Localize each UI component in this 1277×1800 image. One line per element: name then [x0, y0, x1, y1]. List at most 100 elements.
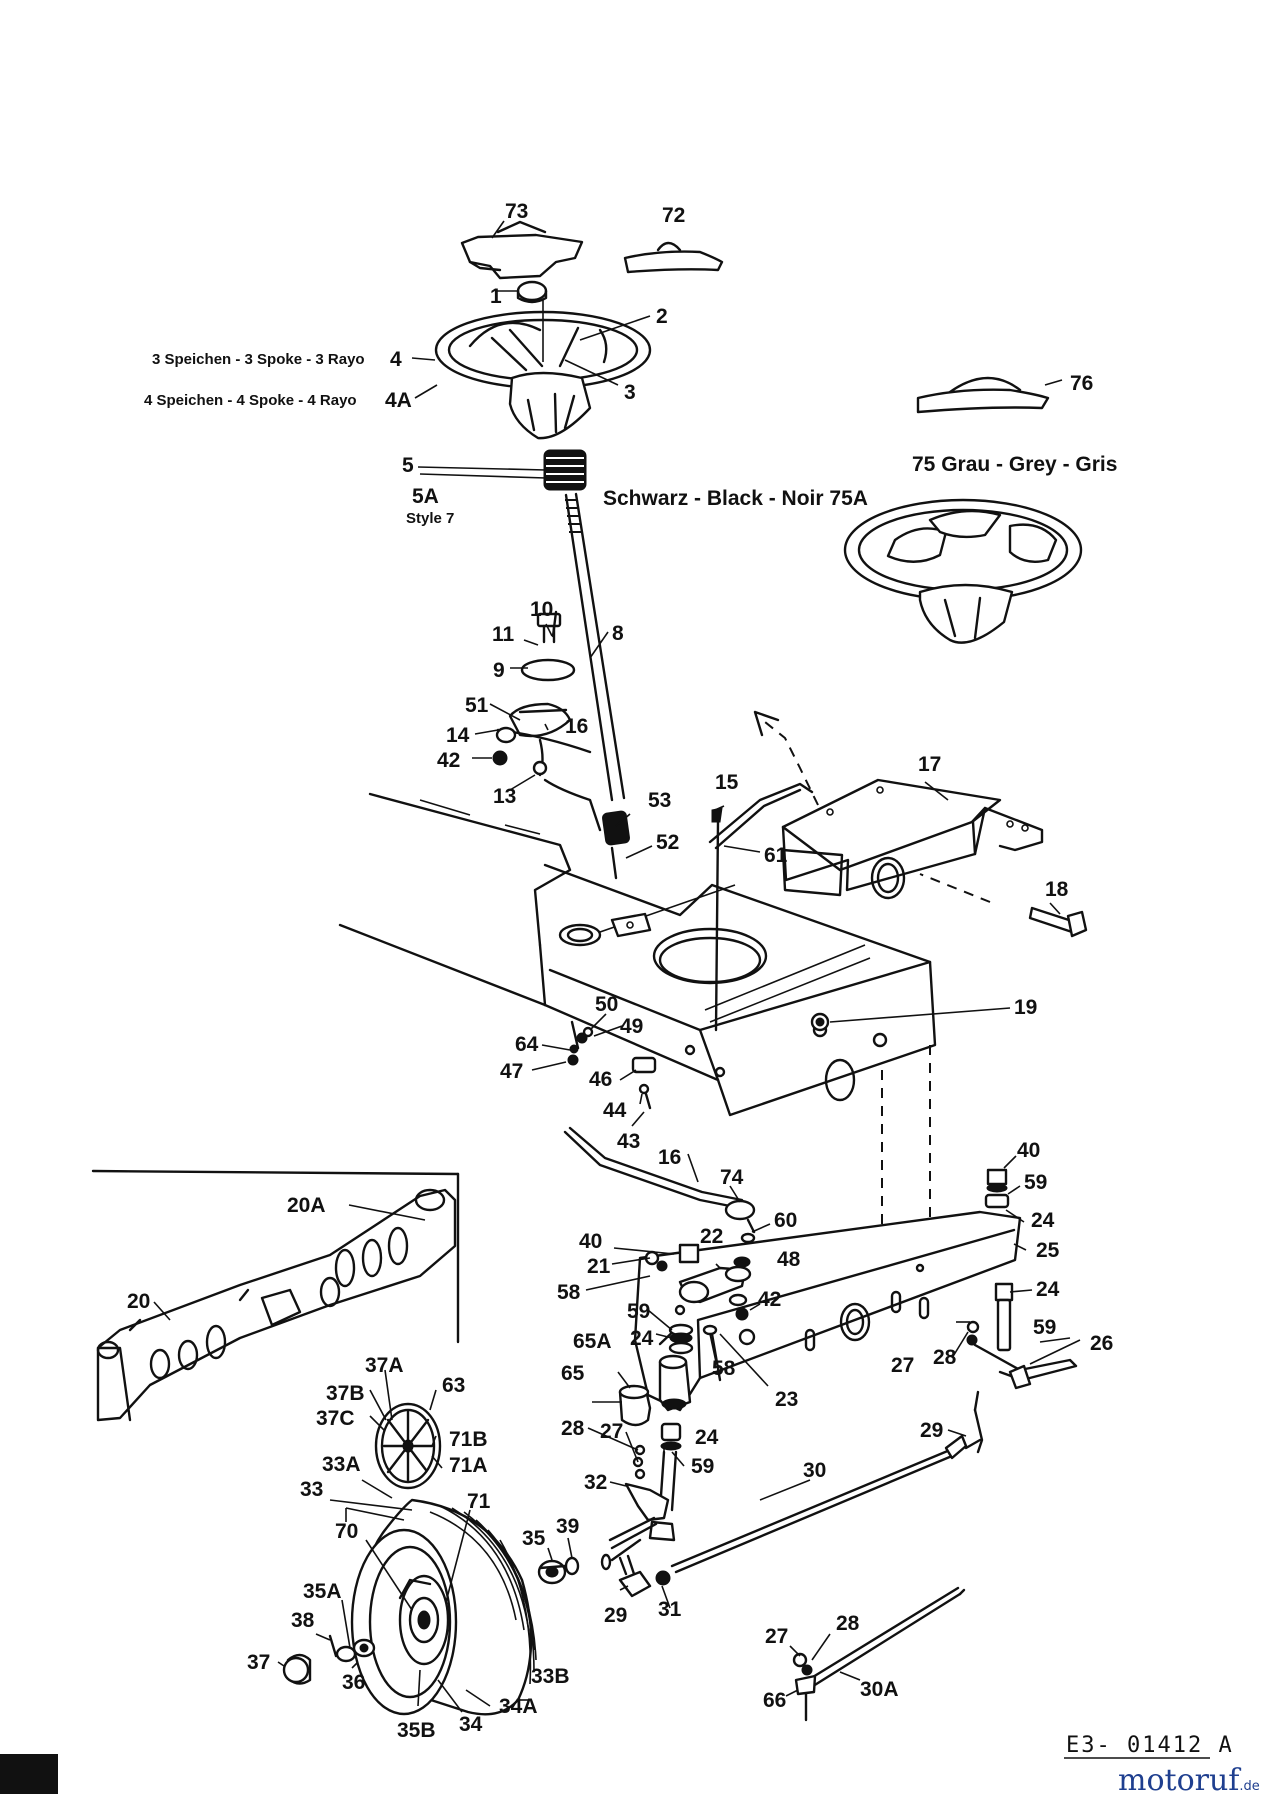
sector-gear-group [492, 610, 602, 832]
label-46: 46 [589, 1068, 612, 1091]
nut-19 [810, 1012, 830, 1032]
label-37B: 37B [326, 1382, 365, 1405]
label-59c: 59 [1033, 1316, 1056, 1339]
label-24b: 24 [1036, 1278, 1060, 1301]
label-59b: 59 [627, 1300, 650, 1323]
label-32: 32 [584, 1471, 607, 1494]
label-47: 47 [500, 1060, 523, 1083]
axle-20 [96, 1188, 457, 1422]
label-48: 48 [777, 1248, 801, 1271]
steering-wheel-cap-76 [916, 376, 1050, 414]
label-28a: 28 [933, 1346, 957, 1369]
label-38: 38 [291, 1609, 315, 1632]
label-24c: 24 [630, 1327, 654, 1350]
bolt-18 [1028, 906, 1088, 938]
label-33A: 33A [322, 1453, 361, 1476]
label-35A: 35A [303, 1580, 342, 1603]
label-40a: 40 [1017, 1139, 1040, 1162]
label-51: 51 [465, 694, 489, 717]
caption-style-7: Style 7 [406, 510, 454, 527]
label-5A: 5A [412, 485, 439, 508]
label-63: 63 [442, 1374, 465, 1397]
label-37C: 37C [316, 1407, 355, 1430]
caption-black: Schwarz - Black - Noir 75A [603, 487, 868, 510]
caption-4-spoke: 4 Speichen - 4 Spoke - 4 Rayo [144, 392, 357, 409]
label-37: 37 [247, 1651, 270, 1674]
chassis-frame [338, 792, 937, 1117]
label-11: 11 [492, 623, 515, 646]
label-30A: 30A [860, 1678, 899, 1701]
label-8: 8 [612, 622, 624, 645]
label-52: 52 [656, 831, 679, 854]
label-44: 44 [603, 1099, 627, 1122]
label-50: 50 [595, 993, 618, 1016]
insert-1 [516, 280, 548, 304]
wheel-75 [843, 498, 1083, 644]
part-labels: 73 72 1 2 3 3 Speichen - 3 Spoke - 3 Ray… [127, 200, 1117, 1742]
label-76: 76 [1070, 372, 1093, 395]
label-37A: 37A [365, 1354, 404, 1377]
steering-wheel-cap-73 [460, 220, 584, 280]
brand-logo: motoruf.de [1118, 1763, 1260, 1798]
label-16a: 16 [565, 715, 588, 738]
label-27c: 27 [765, 1625, 788, 1648]
label-24d: 24 [695, 1426, 719, 1449]
label-2: 2 [656, 305, 668, 328]
spring-5 [543, 449, 587, 491]
hub-hardware-38-36-37 [282, 1634, 376, 1685]
label-39: 39 [556, 1515, 579, 1538]
label-28c: 28 [836, 1612, 860, 1635]
label-26: 26 [1090, 1332, 1113, 1355]
label-64: 64 [515, 1033, 539, 1056]
label-65: 65 [561, 1362, 585, 1385]
bushing-40-24-upper [984, 1168, 1010, 1209]
spindle-26 [966, 1282, 1078, 1390]
label-40b: 40 [579, 1230, 602, 1253]
bearing-35-39 [537, 1538, 642, 1585]
label-71: 71 [467, 1490, 491, 1513]
lower-spindle [608, 1422, 682, 1550]
inset-frame [91, 1169, 460, 1344]
label-22: 22 [700, 1225, 723, 1248]
label-34: 34 [459, 1713, 483, 1736]
label-15: 15 [715, 771, 739, 794]
label-21: 21 [587, 1255, 611, 1278]
label-61: 61 [764, 844, 788, 867]
label-65A: 65A [573, 1330, 612, 1353]
caption-grey: 75 Grau - Grey - Gris [912, 453, 1117, 476]
label-20: 20 [127, 1290, 150, 1313]
label-31: 31 [658, 1598, 682, 1621]
steering-wheel-4 [434, 300, 652, 440]
label-49: 49 [620, 1015, 643, 1038]
label-27b: 27 [600, 1420, 623, 1443]
label-30: 30 [803, 1459, 826, 1482]
kingpin-stack [668, 1323, 722, 1382]
drag-link-16 [563, 1126, 756, 1244]
label-20A: 20A [287, 1194, 326, 1217]
label-72: 72 [662, 204, 685, 227]
label-59a: 59 [1024, 1171, 1047, 1194]
label-10: 10 [530, 598, 553, 621]
label-42b: 42 [758, 1288, 781, 1311]
tie-rod-30A [792, 1586, 966, 1722]
hubcap-63 [374, 1402, 442, 1490]
label-19: 19 [1014, 996, 1037, 1019]
arrow-line [759, 717, 819, 806]
arrow-head [753, 710, 780, 737]
corner-block [0, 1754, 58, 1794]
label-71B: 71B [449, 1428, 488, 1451]
label-1: 1 [490, 285, 502, 308]
label-18: 18 [1045, 878, 1069, 901]
label-71A: 71A [449, 1454, 488, 1477]
hardware-cluster-50-49 [567, 1020, 594, 1066]
label-4A: 4A [385, 389, 412, 412]
label-35: 35 [522, 1527, 546, 1550]
label-60: 60 [774, 1209, 797, 1232]
rod-61 [708, 782, 814, 1032]
label-42a: 42 [437, 749, 460, 772]
diagram-code: E3- 01412 A [1066, 1733, 1234, 1758]
label-5: 5 [402, 454, 414, 477]
tire-33 [350, 1498, 537, 1716]
label-24a: 24 [1031, 1209, 1055, 1232]
